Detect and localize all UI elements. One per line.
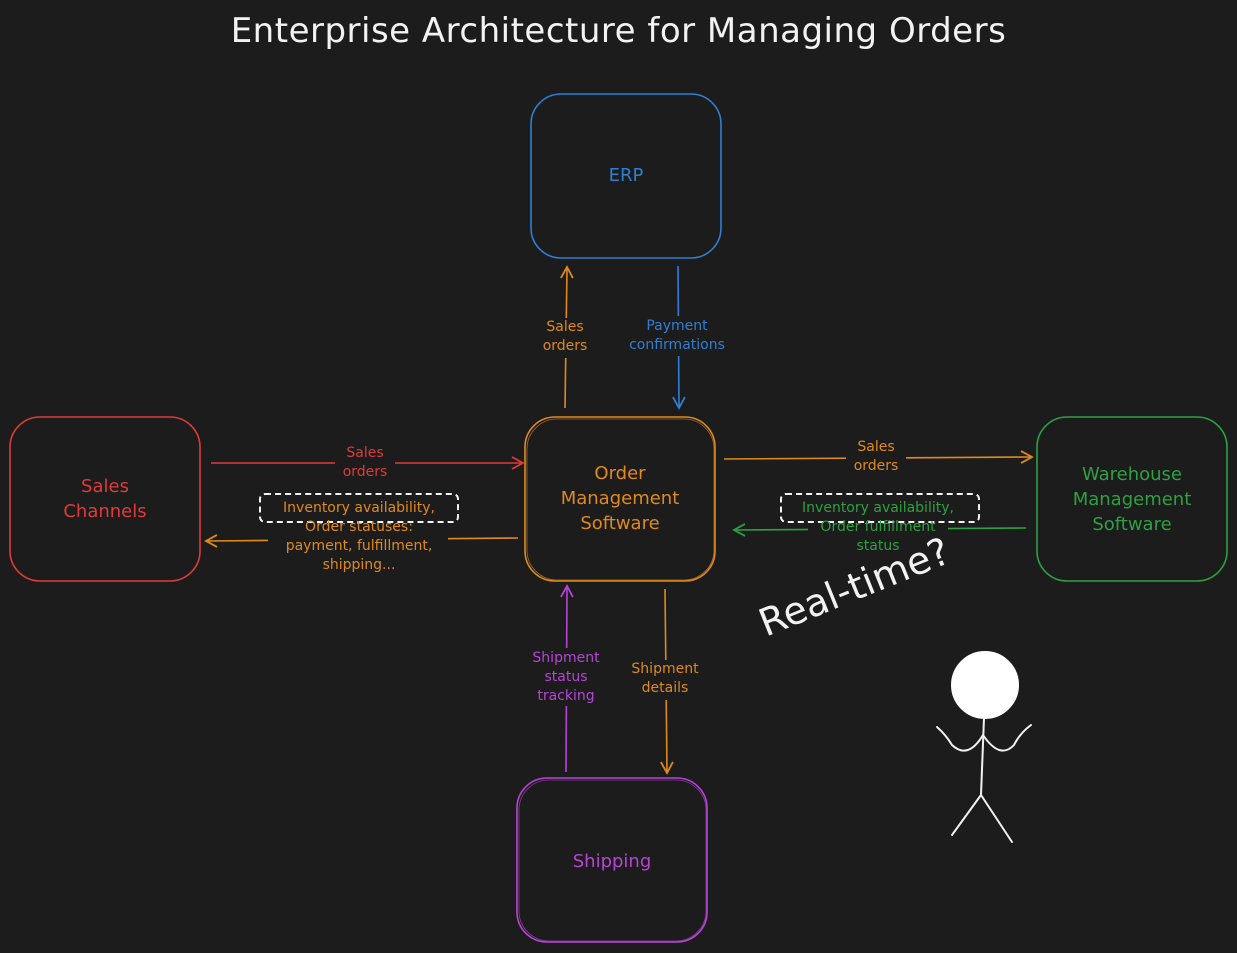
edge-label-sales-to-oms: Sales orders [325,444,405,482]
sales-channels-label: Sales Channels [10,474,200,524]
edge-label-erp-to-oms-2: confirmations [629,336,725,353]
edge-label-shipping-to-oms: Shipment status tracking [520,649,612,706]
label-bg-wms-oms [808,520,948,560]
edge-label-shipping-to-oms-3: tracking [537,687,595,704]
oms-label: Order Management Software [525,461,715,537]
edge-label-wms-to-oms-2: Order fulfillment [820,518,936,535]
edge-label-oms-to-sales: Inventory availability, Order statuses: … [254,499,464,575]
edge-label-oms-to-shipping: Shipment details [620,660,710,698]
warehouse-label-line-3: Software [1092,514,1172,536]
edge-label-oms-to-sales-1: Inventory availability, [283,500,435,516]
edge-label-erp-to-oms: Payment confirmations [617,317,737,355]
label-bg-oms-sales [268,522,448,580]
edge-label-oms-to-wms-1: Sales [857,439,895,455]
edge-label-sales-to-oms-1: Sales [346,445,384,461]
label-bg-sales-oms [335,444,395,482]
shipping-box[interactable] [516,777,708,943]
edge-label-shipping-to-oms-2: status [544,668,588,685]
edge-label-erp-to-oms-1: Payment [646,318,708,334]
sales-channels-box[interactable] [9,416,201,582]
oms-label-line-2: Management [560,488,680,510]
edge-label-wms-to-oms-3: status [856,537,900,554]
stick-figure-shrug-icon [936,651,1032,843]
erp-label: ERP [608,165,644,186]
edge-label-oms-to-sales-4: shipping... [322,556,396,573]
label-bg-ship-oms [528,648,604,706]
oms-label-line-1: Order [594,463,646,484]
shipping-box-sketch [518,779,707,942]
label-bg-oms-ship [628,660,702,700]
erp-box[interactable] [530,93,722,259]
edge-label-oms-to-erp: Sales orders [525,318,605,356]
edge-label-oms-to-sales-2: Order statuses: [305,518,413,535]
label-bg-erp-oms [624,316,730,356]
edge-label-oms-to-sales-3: payment, fulfillment, [285,537,433,554]
edge-label-oms-to-wms-2: orders [853,457,899,474]
diagram-title: Enterprise Architecture for Managing Ord… [230,11,1007,51]
edge-label-oms-to-erp-2: orders [542,337,588,354]
edge-label-oms-to-wms: Sales orders [836,438,916,476]
dashed-highlight-left [259,493,459,523]
edge-label-oms-to-shipping-2: details [641,679,689,696]
sales-channels-label-line-2: Channels [63,501,147,523]
warehouse-label-line-2: Management [1072,489,1192,511]
edge-label-oms-to-erp-1: Sales [546,319,584,335]
warehouse-label-line-1: Warehouse [1081,464,1183,485]
edge-label-sales-to-oms-2: orders [342,463,388,480]
label-bg-oms-erp [535,318,595,358]
oms-box[interactable] [524,416,716,582]
edge-label-wms-to-oms-1: Inventory availability, [802,500,954,516]
label-bg-oms-wms [846,438,906,476]
sales-channels-label-line-1: Sales [81,476,129,497]
warehouse-label: Warehouse Management Software [1037,462,1227,538]
edge-label-wms-to-oms: Inventory availability, Order fulfillmen… [773,499,983,556]
edge-label-oms-to-shipping-1: Shipment [631,661,699,677]
warehouse-box[interactable] [1036,416,1228,582]
edge-label-shipping-to-oms-1: Shipment [532,650,600,666]
dashed-highlight-right [780,493,980,523]
shipping-label: Shipping [572,851,652,872]
oms-label-line-3: Software [580,513,660,535]
oms-box-sketch [526,418,715,581]
